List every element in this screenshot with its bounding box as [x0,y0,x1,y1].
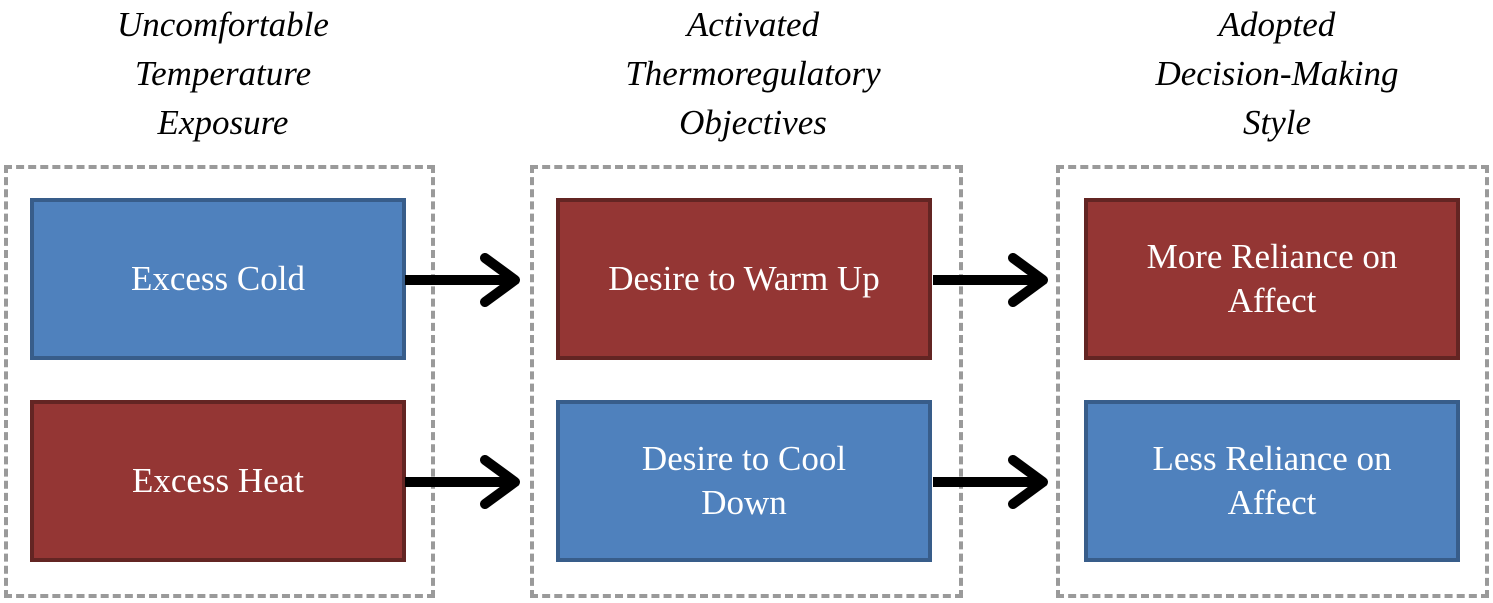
box-less-reliance-on-affect: Less Reliance on Affect [1084,400,1460,562]
box-text: Less Reliance on Affect [1152,437,1391,525]
group-style [1056,165,1489,598]
box-text: More Reliance on Affect [1147,235,1398,323]
box-text: Desire to Cool Down [642,437,846,525]
arrow-right-icon [933,253,1048,307]
box-text: Desire to Warm Up [608,257,880,301]
heading-temperature-exposure: Uncomfortable Temperature Exposure [33,0,413,147]
heading-line: Activated [686,5,820,44]
heading-line: Style [1242,103,1312,142]
box-more-reliance-on-affect: More Reliance on Affect [1084,198,1460,360]
group-objectives [530,165,963,598]
heading-line: Decision-Making [1155,54,1399,93]
arrow-right-icon [933,455,1048,509]
group-exposure [4,165,435,598]
box-line: Desire to Cool [641,439,847,478]
box-text: Excess Heat [132,459,304,503]
heading-line: Thermoregulatory [625,54,881,93]
heading-line: Exposure [157,103,289,142]
box-line: Down [701,483,787,522]
heading-line: Adopted [1218,5,1336,44]
arrow-right-icon [405,455,520,509]
box-line: Less Reliance on [1152,439,1392,478]
heading-thermoregulatory-objectives: Activated Thermoregulatory Objectives [563,0,943,147]
box-excess-cold: Excess Cold [30,198,406,360]
heading-line: Uncomfortable [117,5,329,44]
heading-decision-making-style: Adopted Decision-Making Style [1087,0,1467,147]
box-line: Excess Heat [131,461,304,500]
heading-line: Objectives [679,103,827,142]
box-line: Affect [1227,281,1317,320]
heading-line: Temperature [134,54,312,93]
box-line: More Reliance on [1146,237,1398,276]
box-line: Affect [1227,483,1317,522]
arrow-right-icon [405,253,520,307]
box-desire-cool-down: Desire to Cool Down [556,400,932,562]
box-desire-warm-up: Desire to Warm Up [556,198,932,360]
box-line: Excess Cold [130,259,305,298]
box-excess-heat: Excess Heat [30,400,406,562]
box-text: Excess Cold [131,257,305,301]
box-line: Desire to Warm Up [608,259,880,298]
